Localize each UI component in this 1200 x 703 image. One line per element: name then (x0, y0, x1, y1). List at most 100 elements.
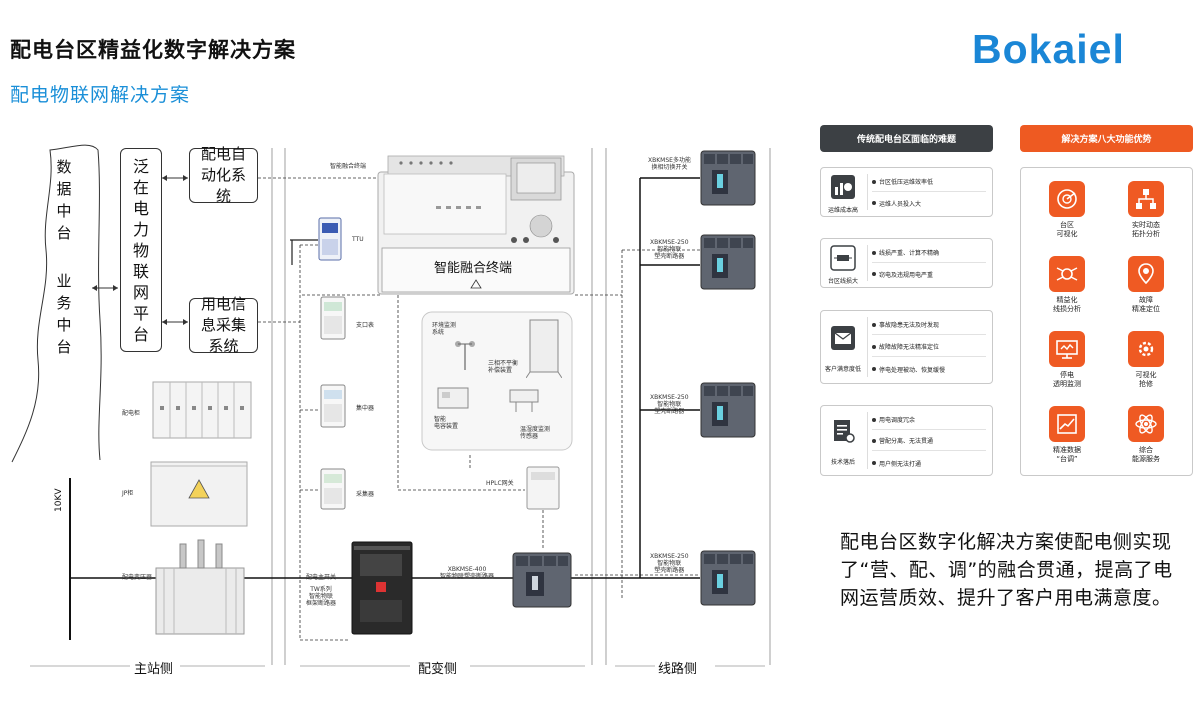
zone-master-label: 主站侧 (134, 662, 174, 677)
line-loss-icon (830, 245, 856, 271)
capacitor-device-icon (436, 384, 470, 410)
branch-meter-label: 支口表 (356, 322, 375, 329)
power-info-collection-box: 用电信息采集系统 (189, 295, 258, 355)
zone-line-label: 线路侧 (658, 662, 698, 677)
problem-item: 用户侧无法打通 (872, 453, 986, 473)
zone-substation-label: 配变侧 (418, 662, 458, 677)
tw-breaker-label: TW系列 智能物联 框架断路器 (306, 586, 337, 607)
radar-icon (1049, 181, 1085, 217)
cabinet-label: 配电柜 (122, 410, 141, 417)
problem-item: 台区低压运维效率低 (872, 172, 986, 192)
location-pin-icon (1128, 256, 1164, 292)
distribution-automation-label: 配电自动化系统 (200, 145, 246, 205)
advantages-panel: 台区 可视化 实时动态 拓扑分析 精益化 线损分析 故障 精准定位 停电 透明监… (1020, 167, 1193, 476)
iot-platform-label: 泛在电力物联网平台 (132, 156, 149, 344)
business-platform-label: 业务中台 (56, 272, 72, 356)
xbkm-250-c-label: XBKMSE-250 智能物联 塑壳断路器 (650, 553, 689, 574)
jp-cabinet (150, 458, 248, 528)
problem-item: 运维人员投入大 (872, 193, 986, 213)
mail-icon (831, 326, 855, 350)
problem-card-technology: 技术落后 用电调度冗余 营配分离、无法贯通 用户侧无法打通 (820, 405, 993, 476)
trend-chart-icon (1049, 406, 1085, 442)
fusion-terminal-device (376, 146, 576, 296)
ttu-label: TTU (352, 236, 364, 243)
cost-chart-icon (831, 175, 855, 199)
temp-sensor-label: 温湿度监测 传感器 (520, 426, 551, 440)
hplc-gateway (526, 466, 560, 510)
mccb-250-c (700, 550, 756, 606)
brand-logo: Bokaiel (972, 26, 1125, 72)
distribution-automation-box: 配电自动化系统 (189, 145, 258, 205)
line-analysis-icon (1049, 256, 1085, 292)
page-subtitle: 配电物联网解决方案 (10, 84, 191, 106)
atom-icon (1128, 406, 1164, 442)
distribution-cabinet (152, 378, 252, 440)
collector-meter (320, 468, 346, 510)
unbalance-cabinet-icon (526, 318, 562, 378)
mccb-400 (512, 552, 572, 608)
problem-cost-label: 运维成本高 (827, 207, 858, 214)
cloud-outline (11, 144, 102, 463)
problem-satisfaction-label: 客户满意度低 (824, 366, 861, 373)
air-circuit-breaker (350, 540, 414, 636)
page-title: 配电台区精益化数字解决方案 (10, 38, 296, 62)
problem-card-line-loss: 台区线损大 线损严重、计算不精确 窃电及违规用电严重 (820, 238, 993, 288)
advantage-item: 故障 精准定位 (1111, 256, 1181, 314)
advantage-item: 精准数据 “台调” (1032, 406, 1102, 464)
topology-icon (1128, 181, 1164, 217)
data-platform-label: 数据中台 (56, 158, 72, 242)
problem-item: 停电处理被动、恢复缓慢 (872, 359, 986, 379)
problem-item: 用电调度冗余 (872, 410, 986, 430)
concentrator-label: 集中器 (356, 405, 375, 412)
advantage-item: 停电 透明监测 (1032, 331, 1102, 389)
advantage-item: 台区 可视化 (1032, 181, 1102, 239)
problem-item: 事故隐患无法及时发现 (872, 315, 986, 335)
concentrator-meter (320, 384, 346, 428)
power-info-collection-label: 用电信息采集系统 (200, 295, 246, 355)
hplc-label: HPLC网关 (486, 480, 514, 487)
voltage-label: 10KV (54, 488, 64, 512)
problem-card-satisfaction: 客户满意度低 事故隐患无法及时发现 故障故障无法精准定位 停电处理被动、恢复缓慢 (820, 310, 993, 384)
problem-item: 线损严重、计算不精确 (872, 243, 986, 263)
jp-cabinet-label: JP柜 (122, 490, 134, 497)
fusion-terminal-label: 智能融合终端 (434, 261, 513, 276)
problem-line-loss-label: 台区线损大 (827, 278, 858, 285)
monitor-icon (1049, 331, 1085, 367)
xbkm-250-b-label: XBKMSE-250 智能物联 塑壳断路器 (650, 394, 689, 415)
problem-item: 故障故障无法精准定位 (872, 337, 986, 357)
temp-sensor-icon (504, 388, 544, 414)
mccb-250-b (700, 382, 756, 438)
ttu-meter (318, 217, 342, 261)
mccb-250-a (700, 234, 756, 290)
advantages-heading: 解决方案八大功能优势 (1020, 125, 1193, 152)
problem-item: 营配分离、无法贯通 (872, 431, 986, 451)
transfer-switch (700, 150, 756, 206)
collector-label: 采集器 (356, 491, 375, 498)
xbkm-400-label: XBKMSE-400 智能物联塑壳断路器 (440, 566, 495, 580)
problem-technology-label: 技术落后 (830, 459, 855, 466)
capacitor-label: 智能 电容装置 (434, 416, 459, 430)
xbkm-250-a-label: XBKMSE-250 智能物联 塑壳断路器 (650, 239, 689, 260)
env-monitor-label: 环境监测 系统 (432, 322, 457, 336)
advantage-item: 综合 能源服务 (1111, 406, 1181, 464)
repair-gear-icon (1128, 331, 1164, 367)
summary-text: 配电台区数字化解决方案使配电侧实现了“营、配、调”的融合贯通，提高了电网运营质效… (840, 531, 1173, 609)
problems-heading: 传统配电台区面临的难题 (820, 125, 993, 152)
iot-platform-box: 泛在电力物联网平台 (120, 148, 162, 352)
advantage-item: 实时动态 拓扑分析 (1111, 181, 1181, 239)
advantage-item: 可视化 抢修 (1111, 331, 1181, 389)
transformer-label: 配电变压器 (122, 574, 153, 581)
terminal-caption: 智能融合终端 (330, 163, 367, 170)
distribution-transformer (150, 538, 250, 636)
xbkm-switch-label: XBKMSE多功能 换相切换开关 (648, 157, 691, 171)
problem-card-cost: 运维成本高 台区低压运维效率低 运维人员投入大 (820, 167, 993, 217)
branch-meter (320, 296, 346, 340)
problem-item: 窃电及违规用电严重 (872, 264, 986, 284)
weather-station-icon (448, 336, 482, 370)
main-switch-label: 配电主开关 (306, 574, 337, 581)
unbalance-label: 三相不平衡 补偿装置 (488, 360, 519, 374)
advantage-item: 精益化 线损分析 (1032, 256, 1102, 314)
document-tool-icon (834, 420, 855, 443)
